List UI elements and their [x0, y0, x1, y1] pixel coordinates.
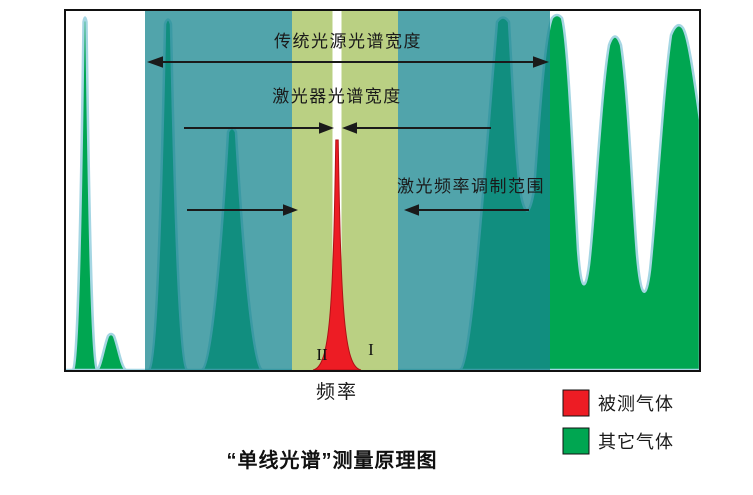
region-i-label: I — [368, 340, 374, 359]
legend-label-other-gas: 其它气体 — [598, 432, 674, 452]
arrowhead-right-icon — [283, 204, 298, 216]
arrowhead-right-icon — [533, 56, 549, 68]
laser-width-band — [292, 11, 398, 370]
region-ii-label: II — [316, 345, 328, 364]
traditional-width-arrow — [147, 56, 549, 68]
traditional-width-label: 传统光源光谱宽度 — [274, 32, 422, 51]
measured-gas-peak — [312, 139, 362, 370]
modulation-range-label: 激光频率调制范围 — [397, 177, 545, 196]
legend: 被测气体 其它气体 — [562, 389, 674, 455]
laser-width-arrows — [184, 122, 491, 134]
plot-content — [66, 11, 699, 370]
plot-frame — [64, 9, 701, 372]
arrowhead-right-icon — [319, 122, 334, 134]
laser-width-label: 激光器光谱宽度 — [272, 87, 402, 106]
arrowhead-left-icon — [404, 204, 419, 216]
arrowhead-left-icon — [342, 122, 357, 134]
modulation-range-arrows — [187, 204, 529, 216]
legend-swatch-other-gas — [562, 427, 590, 455]
figure-title: “单线光谱”测量原理图 — [227, 448, 438, 472]
arrowhead-left-icon — [147, 56, 163, 68]
legend-label-measured-gas: 被测气体 — [598, 394, 674, 414]
legend-swatch-measured-gas — [562, 389, 590, 417]
x-axis-label: 频率 — [316, 381, 358, 403]
